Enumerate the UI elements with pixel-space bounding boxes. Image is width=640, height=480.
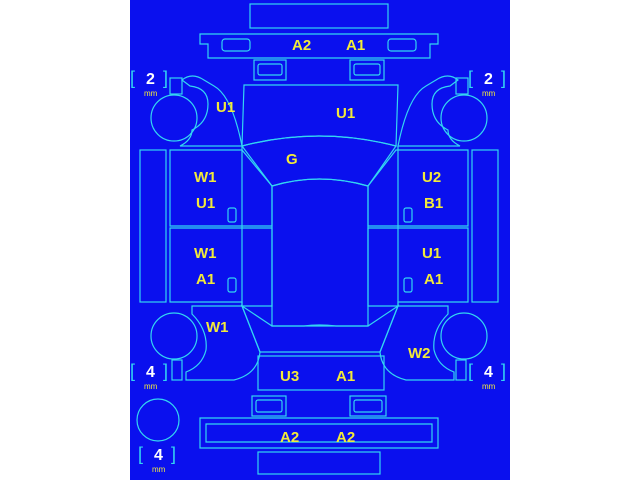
front-left-headlamp <box>253 59 287 81</box>
front-plate <box>249 3 389 29</box>
code-front-left-fender: U1 <box>216 99 235 116</box>
front-left-tyre <box>150 94 198 142</box>
code-trunk-right: A1 <box>336 368 355 385</box>
code-left-rear-quarter: W1 <box>206 319 229 336</box>
code-left-rear-door-2: A1 <box>196 271 215 288</box>
damage-diagram-panel: A2 A1 U1 U1 G W1 U1 U2 B1 W1 A1 U1 A1 W1… <box>130 0 510 480</box>
tread-unit: mm <box>482 382 496 391</box>
rear-left-tread: [ 4 ] mm <box>130 361 168 391</box>
bracket-close: ] <box>163 68 168 88</box>
bracket-open: [ <box>468 361 473 381</box>
front-right-fog-lamp <box>387 38 417 52</box>
front-right-mirror <box>455 77 469 95</box>
bracket-close: ] <box>501 68 506 88</box>
bracket-open: [ <box>468 68 473 88</box>
front-right-tyre <box>440 94 488 142</box>
front-left-mirror <box>169 77 183 95</box>
bracket-open: [ <box>138 444 143 464</box>
tread-value: 4 <box>154 447 163 464</box>
tread-value: 2 <box>146 71 155 88</box>
tread-unit: mm <box>482 89 496 98</box>
tread-unit: mm <box>144 89 158 98</box>
door-handle-icon <box>403 207 413 223</box>
rear-left-lamp-lens <box>255 399 283 413</box>
code-left-front-door-2: U1 <box>196 195 215 212</box>
front-left-fog-lamp <box>221 38 251 52</box>
trunk-lid[interactable] <box>257 355 385 391</box>
tread-value: 2 <box>484 71 493 88</box>
front-left-tread: [ 2 ] mm <box>130 68 168 98</box>
left-side-skirt[interactable] <box>139 149 167 303</box>
bracket-open: [ <box>130 361 135 381</box>
front-left-headlamp-lens <box>257 63 283 76</box>
code-hood: U1 <box>336 105 355 122</box>
code-left-rear-door-1: W1 <box>194 245 217 262</box>
rear-plate <box>257 451 381 475</box>
tread-value: 4 <box>146 364 155 381</box>
code-right-front-door-2: B1 <box>424 195 443 212</box>
bracket-close: ] <box>163 361 168 381</box>
tread-unit: mm <box>144 382 158 391</box>
left-front-door[interactable] <box>169 149 273 227</box>
code-right-front-door-1: U2 <box>422 169 441 186</box>
code-rear-bumper-left: A2 <box>280 429 299 446</box>
front-right-tread: [ 2 ] mm <box>468 68 506 98</box>
door-handle-icon <box>227 207 237 223</box>
rear-right-lamp <box>349 395 387 417</box>
rear-bumper-inner <box>205 423 433 443</box>
bracket-close: ] <box>171 444 176 464</box>
car-outline-icon: A2 A1 U1 U1 G W1 U1 U2 B1 W1 A1 U1 A1 W1… <box>130 0 510 480</box>
bracket-close: ] <box>501 361 506 381</box>
code-windshield: G <box>286 151 298 168</box>
front-left-fender[interactable] <box>179 75 243 147</box>
rear-right-lamp-lens <box>353 399 383 413</box>
spare-tyre <box>136 398 180 442</box>
code-right-rear-door-1: U1 <box>422 245 441 262</box>
tread-value: 4 <box>484 364 493 381</box>
front-right-headlamp-lens <box>353 63 381 76</box>
front-right-fender[interactable] <box>397 75 461 147</box>
rear-right-tread: [ 4 ] mm <box>468 361 506 391</box>
spare-tread: [ 4 ] mm <box>138 444 176 474</box>
code-front-bumper-right: A1 <box>346 37 365 54</box>
rear-left-tyre <box>150 312 198 360</box>
diagram-background <box>130 0 510 480</box>
right-front-door[interactable] <box>367 149 469 227</box>
bracket-open: [ <box>130 68 135 88</box>
code-front-bumper-left: A2 <box>292 37 311 54</box>
right-rear-quarter[interactable] <box>379 305 455 381</box>
front-bumper[interactable] <box>199 33 439 59</box>
tread-unit: mm <box>152 465 166 474</box>
code-rear-bumper-right: A2 <box>336 429 355 446</box>
code-trunk-left: U3 <box>280 368 299 385</box>
front-right-headlamp <box>349 59 385 81</box>
rear-bumper[interactable] <box>199 417 439 449</box>
rear-right-mudflap <box>455 359 467 381</box>
code-right-rear-door-2: A1 <box>424 271 443 288</box>
rear-right-tyre <box>440 312 488 360</box>
door-handle-icon <box>227 277 237 293</box>
door-handle-icon <box>403 277 413 293</box>
rear-left-mudflap <box>171 359 183 381</box>
rear-left-lamp <box>251 395 287 417</box>
right-side-skirt[interactable] <box>471 149 499 303</box>
code-right-rear-quarter: W2 <box>408 345 431 362</box>
code-left-front-door-1: W1 <box>194 169 217 186</box>
